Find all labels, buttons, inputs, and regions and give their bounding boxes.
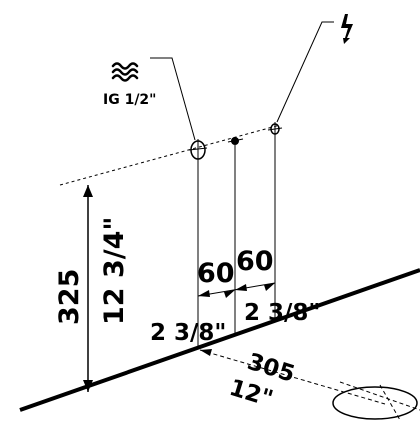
left-spacing-inch-label: 2 3/8" xyxy=(150,320,226,346)
top-reference-line xyxy=(59,124,281,186)
center-point-icon xyxy=(227,137,244,145)
spacing-arrow-right xyxy=(264,283,275,291)
spacing-arrow-mid-right xyxy=(235,284,247,291)
height-arrow-bottom xyxy=(83,380,93,392)
water-leader-line xyxy=(150,57,196,141)
height-mm-label: 325 xyxy=(54,269,85,325)
lightning-icon xyxy=(341,14,353,44)
left-spacing-mm-label: 60 xyxy=(197,258,235,289)
water-connection-symbol xyxy=(188,139,208,161)
spacing-arrow-left xyxy=(198,290,210,297)
spacing-arrow-mid-left xyxy=(224,290,235,298)
water-connection-label: IG 1/2" xyxy=(103,92,156,108)
drain-center-cross-2 xyxy=(379,384,401,421)
height-arrow-top xyxy=(83,185,93,197)
height-inch-label: 12 3/4" xyxy=(99,217,130,325)
right-spacing-inch-label: 2 3/8" xyxy=(244,300,320,326)
drain-center-cross xyxy=(339,381,420,411)
water-wave-icon xyxy=(111,62,139,82)
right-spacing-mm-label: 60 xyxy=(236,246,274,277)
power-leader-line xyxy=(276,21,334,123)
drain-arrow-left xyxy=(200,349,212,356)
drain-outline xyxy=(332,386,418,420)
power-connection-symbol xyxy=(267,122,283,136)
